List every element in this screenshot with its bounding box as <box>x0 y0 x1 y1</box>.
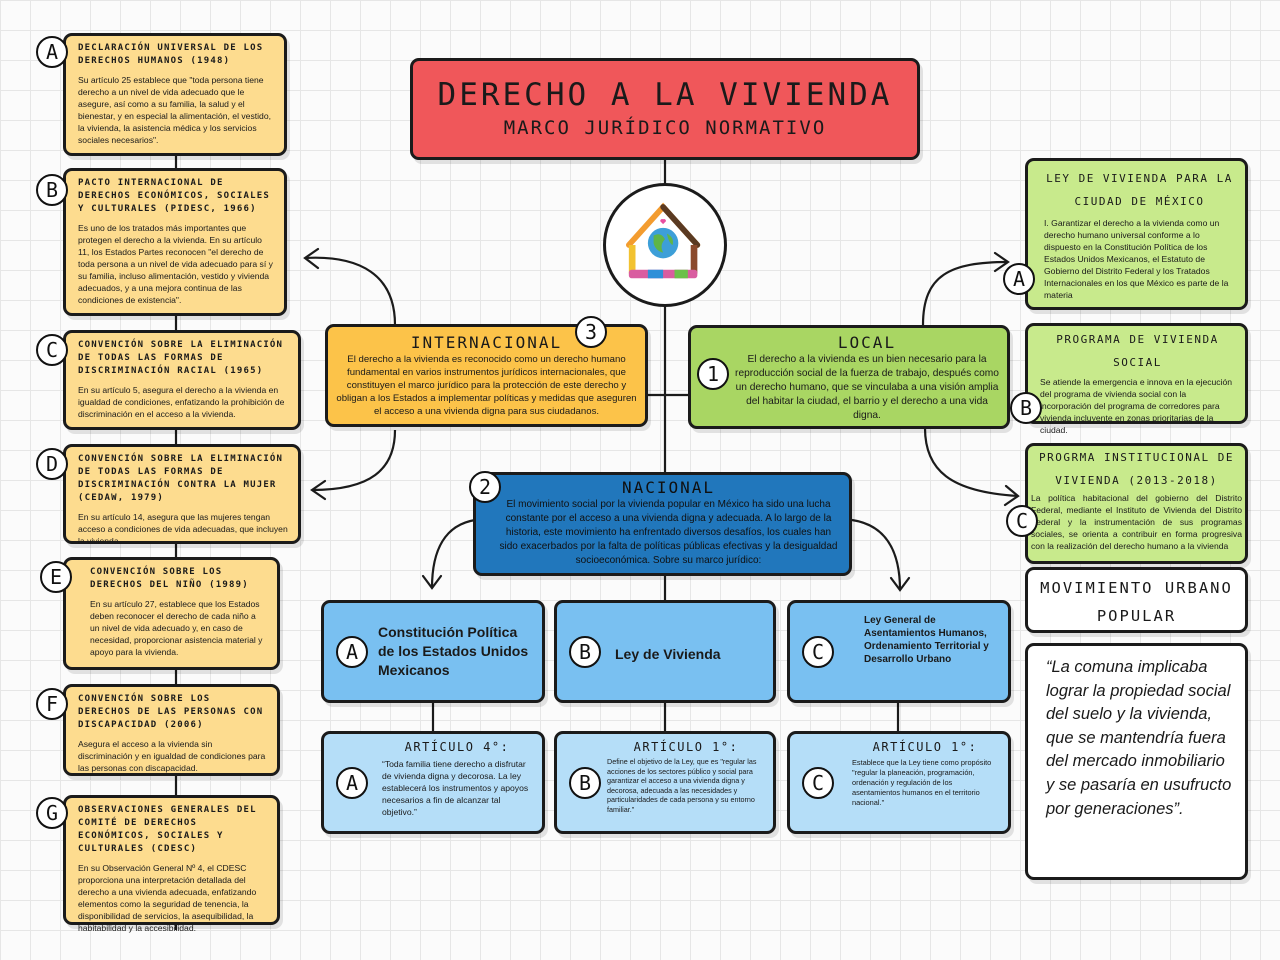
right-card-c: PROGRMA INSTITUCIONAL DE VIVIENDA (2013-… <box>1025 443 1248 564</box>
right-card-title: PROGRMA INSTITUCIONAL DE VIVIENDA (2013-… <box>1039 451 1234 487</box>
international-text: El derecho a la vivienda es reconocido c… <box>336 354 637 417</box>
left-card-text: Es uno de los tratados más importantes q… <box>78 223 273 305</box>
article-badge-a: A <box>336 767 368 799</box>
article-badge-c: C <box>802 767 834 799</box>
left-card-b: PACTO INTERNACIONAL DE DERECHOS ECONÓMIC… <box>63 168 287 316</box>
right-card-text: La política habitacional del gobierno de… <box>1031 493 1242 551</box>
article-title: ARTÍCULO 1°: <box>633 740 739 754</box>
left-badge-a: A <box>36 36 68 68</box>
quote-box: “La comuna implicaba lograr la propiedad… <box>1025 643 1248 880</box>
left-card-text: En su artículo 14, asegura que las mujer… <box>78 512 288 546</box>
national-text: El movimiento social por la vivienda pop… <box>499 499 838 566</box>
right-badge-a: A <box>1003 263 1035 295</box>
movement-quote: “La comuna implicaba lograr la propiedad… <box>1046 658 1232 818</box>
law-title: Constitución Política de los Estados Uni… <box>378 624 529 678</box>
law-badge-a: A <box>336 636 368 668</box>
left-card-title: CONVENCIÓN SOBRE LOS DERECHOS DEL NIÑO (… <box>90 567 249 590</box>
left-badge-g: G <box>36 797 68 829</box>
page-title: DERECHO A LA VIVIENDA <box>437 77 893 113</box>
left-card-title: PACTO INTERNACIONAL DE DERECHOS ECONÓMIC… <box>78 178 270 214</box>
left-card-a: DECLARACIÓN UNIVERSAL DE LOS DERECHOS HU… <box>63 33 287 156</box>
left-card-title: CONVENCIÓN SOBRE LOS DERECHOS DE LAS PER… <box>78 694 264 730</box>
right-badge-c: C <box>1006 505 1038 537</box>
right-card-title: LEY DE VIVIENDA PARA LA CIUDAD DE MÉXICO <box>1046 172 1233 208</box>
international-title: INTERNACIONAL <box>410 333 563 352</box>
right-card-text: I. Garantizar el derecho a la vivienda c… <box>1044 218 1229 300</box>
left-card-title: CONVENCIÓN SOBRE LA ELIMINACIÓN DE TODAS… <box>78 340 284 376</box>
national-box: NACIONAL El movimiento social por la viv… <box>473 472 852 576</box>
article-card-a: ARTÍCULO 4°: “Toda familia tiene derecho… <box>321 731 545 834</box>
law-title: Ley General de Asentamientos Humanos, Or… <box>864 615 989 665</box>
left-card-d: CONVENCIÓN SOBRE LA ELIMINACIÓN DE TODAS… <box>63 444 301 546</box>
law-title: Ley de Vivienda <box>615 646 721 662</box>
page-subtitle: MARCO JURÍDICO NORMATIVO <box>503 117 827 139</box>
header-title-box: DERECHO A LA VIVIENDA MARCO JURÍDICO NOR… <box>410 58 920 160</box>
housing-logo <box>603 183 727 307</box>
article-text: Define el objetivo de la Ley, que es "re… <box>607 757 757 814</box>
right-card-title: PROGRAMA DE VIVIENDA SOCIAL <box>1056 333 1219 369</box>
article-text: “Toda familia tiene derecho a disfrutar … <box>382 759 529 817</box>
left-card-title: OBSERVACIONES GENERALES DEL COMITÉ DE DE… <box>78 805 257 854</box>
left-badge-e: E <box>40 561 72 593</box>
left-card-text: En su artículo 5, asegura el derecho a l… <box>78 385 285 419</box>
left-card-c: CONVENCIÓN SOBRE LA ELIMINACIÓN DE TODAS… <box>63 330 301 430</box>
article-title: ARTÍCULO 1°: <box>872 740 978 754</box>
right-card-b: PROGRAMA DE VIVIENDA SOCIAL Se atiende l… <box>1025 323 1248 435</box>
left-card-text: En su artículo 27, establece que los Est… <box>90 599 263 657</box>
law-badge-c: C <box>802 636 834 668</box>
article-text: Establece que la Ley tiene como propósit… <box>852 758 992 807</box>
left-badge-b: B <box>36 174 68 206</box>
local-text: El derecho a la vivienda es un bien nece… <box>735 354 999 421</box>
left-card-title: DECLARACIÓN UNIVERSAL DE LOS DERECHOS HU… <box>78 43 264 66</box>
national-title: NACIONAL <box>621 478 716 497</box>
right-card-a: LEY DE VIVIENDA PARA LA CIUDAD DE MÉXICO… <box>1025 158 1248 310</box>
movement-title-box: MOVIMIENTO URBANO POPULAR <box>1025 567 1248 633</box>
left-card-g: OBSERVACIONES GENERALES DEL COMITÉ DE DE… <box>63 795 280 933</box>
right-card-text: Se atiende la emergencia e innova en la … <box>1040 377 1233 435</box>
left-card-text: Su artículo 25 establece que "toda perso… <box>78 75 271 145</box>
left-card-text: En su Observación General Nº 4, el CDESC… <box>78 863 257 933</box>
law-badge-b: B <box>569 636 601 668</box>
movement-title: MOVIMIENTO URBANO POPULAR <box>1040 579 1233 625</box>
left-card-e: CONVENCIÓN SOBRE LOS DERECHOS DEL NIÑO (… <box>63 557 280 670</box>
local-badge: 1 <box>697 358 729 390</box>
left-badge-d: D <box>36 448 68 480</box>
international-badge: 3 <box>575 316 607 348</box>
national-badge: 2 <box>469 471 501 503</box>
left-card-text: Asegura el acceso a la vivienda sin disc… <box>78 739 266 773</box>
right-badge-b: B <box>1010 392 1042 424</box>
law-card-c: Ley General de Asentamientos Humanos, Or… <box>787 600 1011 703</box>
left-card-title: CONVENCIÓN SOBRE LA ELIMINACIÓN DE TODAS… <box>78 454 284 503</box>
local-box: LOCAL El derecho a la vivienda es un bie… <box>688 325 1010 429</box>
left-badge-f: F <box>36 688 68 720</box>
left-card-f: CONVENCIÓN SOBRE LOS DERECHOS DE LAS PER… <box>63 684 280 776</box>
local-title: LOCAL <box>837 333 897 352</box>
left-badge-c: C <box>36 334 68 366</box>
article-title: ARTÍCULO 4°: <box>404 740 510 754</box>
house-hands-icon <box>625 202 701 279</box>
article-badge-b: B <box>569 767 601 799</box>
